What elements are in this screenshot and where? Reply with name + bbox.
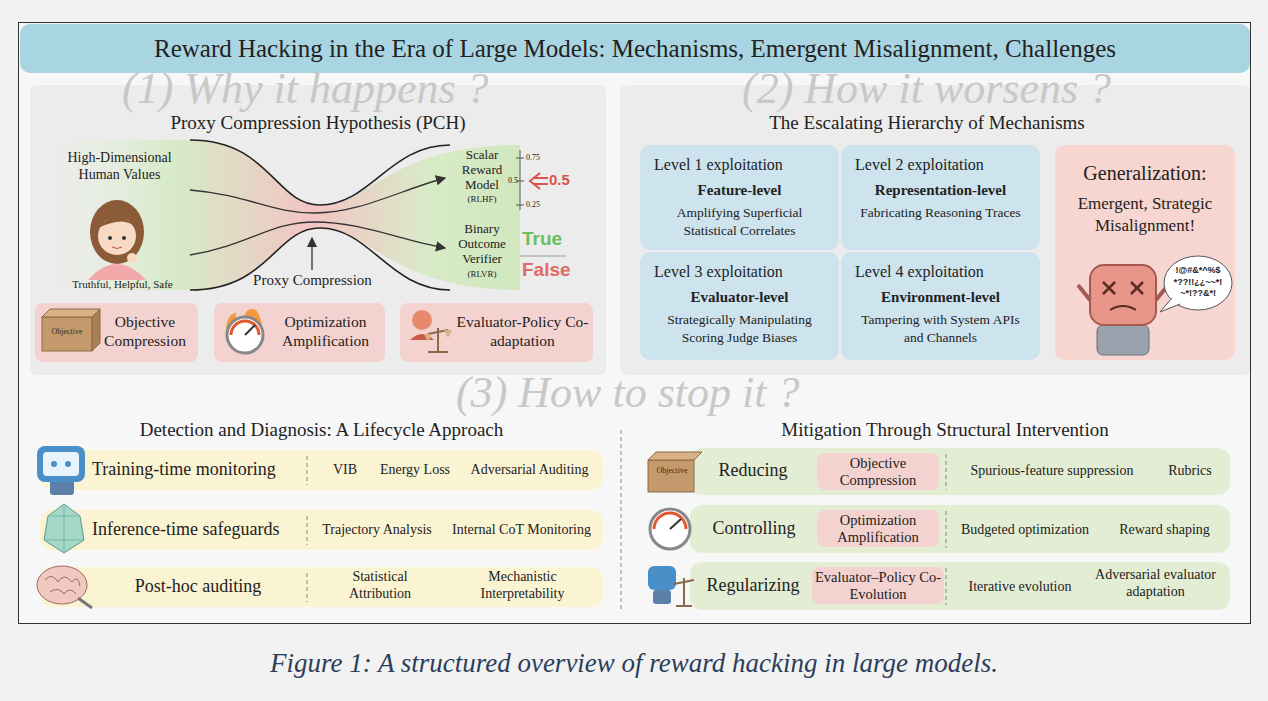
row-title: Controlling — [698, 518, 810, 539]
target-label: Evaluator–Policy Co-Evolution — [812, 569, 944, 602]
method-item: Adversarial evaluator adaptation — [1088, 567, 1223, 601]
mitigation-row: Regularizing Iterative evolutionAdversari… — [690, 562, 1230, 610]
scale-tick: 0.5 — [500, 176, 518, 185]
row-title: Inference-time safeguards — [92, 519, 307, 540]
target-label: Optimization Amplification — [817, 512, 939, 545]
illustration-label: (RLVR) — [450, 269, 514, 279]
row-title: Post-hoc auditing — [92, 576, 304, 597]
method-item: Budgeted optimization — [950, 522, 1100, 538]
outcome-heading: Generalization: — [1055, 162, 1235, 185]
level-name: Representation-level — [841, 182, 1040, 199]
verdict-value: False — [522, 259, 582, 281]
level-box: Level 4 exploitationEnvironment-levelTam… — [841, 252, 1040, 360]
panel: The Escalating Hierarchy of MechanismsLe… — [620, 85, 1250, 375]
level-description: Amplifying Superficial Statistical Corre… — [652, 204, 827, 239]
level-box: Level 1 exploitationFeature-levelAmplify… — [640, 145, 839, 250]
robot-scale-icon — [648, 566, 694, 606]
outcome-text: Emergent, Strategic Misalignment! — [1065, 193, 1225, 237]
level-description: Strategically Manipulating Scoring Judge… — [652, 311, 827, 346]
panel-heading: The Escalating Hierarchy of Mechanisms — [700, 112, 1154, 134]
scale-tick: 0.25 — [526, 200, 556, 209]
scale-tick: 0.75 — [526, 153, 556, 162]
objective-box-icon — [648, 460, 694, 492]
method-item: Rubrics — [1155, 463, 1225, 479]
illustration-label: Truthful, Helpful, Safe — [55, 278, 190, 291]
method-item: Adversarial Auditing — [462, 462, 597, 478]
illustration-label: Proxy Compression — [245, 272, 380, 289]
method-item: Statistical Attribution — [325, 569, 435, 603]
method-item: Trajectory Analysis — [312, 522, 442, 538]
speech-text: !@#&*^%$ *??!!¿¿~~*! ~*!??&*! — [1166, 265, 1230, 300]
dashed-separator — [621, 430, 622, 612]
section-watermark: (2) How it worsens ? — [742, 64, 1182, 115]
level-box: Level 3 exploitationEvaluator-levelStrat… — [640, 252, 839, 360]
cause-label: Optimization Amplification — [268, 312, 383, 351]
level-title: Level 4 exploitation — [855, 263, 1030, 281]
row-title: Regularizing — [694, 575, 812, 596]
detection-row: Post-hoc auditing Statistical Attribution… — [40, 567, 603, 607]
mitigation-row: Reducing Spurious-feature suppressionRubr… — [690, 448, 1230, 495]
method-item: Energy Loss — [370, 462, 460, 478]
level-description: Tampering with System APIs and Channels — [853, 311, 1028, 346]
icon-label: Objective — [648, 466, 696, 475]
level-name: Feature-level — [640, 182, 839, 199]
verdict-value: True — [522, 228, 582, 250]
illustration-label: High-Dimensional Human Values — [52, 150, 187, 184]
row-title: Reducing — [698, 460, 808, 481]
target-box: Optimization Amplification — [817, 510, 939, 547]
section-watermark: (1) Why it happens ? — [122, 64, 562, 115]
cause-label: Objective Compression — [95, 312, 195, 351]
level-box: Level 2 exploitationRepresentation-level… — [841, 145, 1040, 250]
method-item: VIB — [320, 462, 370, 478]
method-item: Spurious-feature suppression — [952, 463, 1152, 479]
section-heading: Mitigation Through Structural Interventi… — [640, 419, 1250, 441]
score-value: 0.5 — [549, 171, 579, 188]
robot-scale-icon — [653, 590, 671, 604]
illustration-label: Binary Outcome Verifier — [450, 222, 514, 267]
icon-label: Objective — [42, 327, 92, 336]
section-heading: Detection and Diagnosis: A Lifecycle App… — [40, 419, 603, 441]
panel: Proxy Compression Hypothesis (PCH) Object… — [30, 85, 606, 375]
target-label: Objective Compression — [817, 455, 939, 488]
illustration-label: Scalar Reward Model — [450, 148, 514, 193]
gauge-icon — [670, 519, 681, 529]
mitigation-row: Controlling Budgeted optimizationReward s… — [690, 505, 1230, 553]
detection-row: Inference-time safeguards Trajectory Anal… — [40, 510, 603, 550]
robot-scale-icon — [648, 566, 676, 590]
level-description: Fabricating Reasoning Traces — [853, 204, 1028, 222]
target-box: Evaluator–Policy Co-Evolution — [812, 567, 944, 604]
gauge-icon — [650, 509, 690, 549]
method-item: Internal CoT Monitoring — [444, 522, 599, 538]
level-title: Level 2 exploitation — [855, 156, 1030, 174]
panel-heading: Proxy Compression Hypothesis (PCH) — [30, 112, 606, 134]
level-name: Environment-level — [841, 289, 1040, 306]
row-title: Training-time monitoring — [92, 459, 304, 480]
method-item: Reward shaping — [1102, 522, 1227, 538]
level-name: Evaluator-level — [640, 289, 839, 306]
method-item: Iterative evolution — [950, 579, 1090, 595]
cause-box: Optimization Amplification — [214, 303, 385, 362]
outcome-box: Generalization: Emergent, Strategic Misal… — [1055, 145, 1235, 360]
cause-label: Evaluator-Policy Co-adaptation — [455, 312, 590, 351]
section-watermark: (3) How to stop it ? — [456, 368, 896, 419]
cause-box: Evaluator-Policy Co-adaptation — [400, 303, 593, 362]
illustration-label: (RLHF) — [450, 194, 514, 204]
level-title: Level 3 exploitation — [654, 263, 829, 281]
detection-row: Training-time monitoring VIBEnergy LossAd… — [40, 450, 603, 490]
level-title: Level 1 exploitation — [654, 156, 829, 174]
method-item: Mechanistic Interpretability — [455, 569, 590, 603]
figure-caption: Figure 1: A structured overview of rewar… — [0, 648, 1268, 679]
gauge-icon — [650, 509, 690, 549]
target-box: Objective Compression — [817, 453, 939, 490]
gauge-icon — [654, 513, 686, 529]
